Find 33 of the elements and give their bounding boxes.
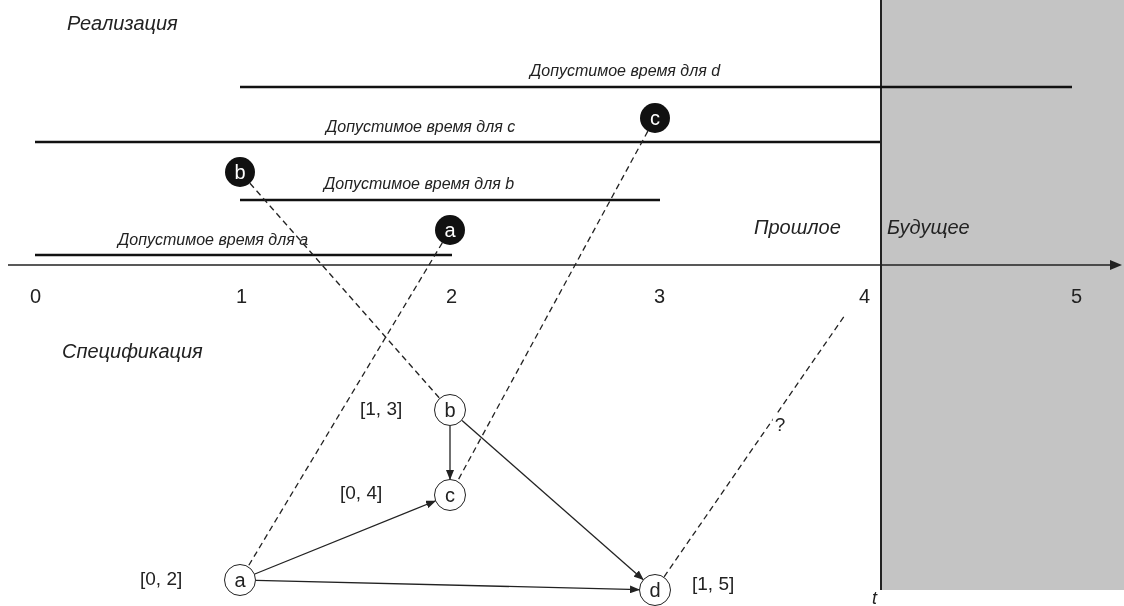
section-label: Реализация — [66, 12, 179, 35]
event-circle: b — [225, 157, 255, 187]
tick-label: 2 — [445, 285, 459, 308]
section-label: Спецификация — [61, 340, 204, 363]
time-window-label: Допустимое время для c — [324, 118, 517, 136]
dashed-line — [249, 182, 441, 399]
tick-label: 4 — [858, 285, 872, 308]
event-circle: a — [435, 215, 465, 245]
tick-label: 0 — [29, 285, 43, 308]
arrow — [254, 500, 437, 575]
interval-label: [1, 5] — [692, 573, 735, 595]
dashed-line — [247, 242, 443, 567]
interval-label: [0, 2] — [140, 568, 183, 590]
node-circle: d — [639, 574, 671, 606]
dashed-line — [457, 130, 649, 482]
section-label: Будущее — [886, 216, 971, 239]
tick-label: 5 — [1070, 285, 1084, 308]
event-circle: c — [640, 103, 670, 133]
time-window-label: Допустимое время для a — [116, 231, 310, 249]
section-label: t — [871, 588, 879, 606]
arrow — [255, 579, 640, 594]
node-circle: c — [434, 479, 466, 511]
dashed-line — [663, 314, 846, 578]
arrow — [461, 419, 644, 581]
node-circle: b — [434, 394, 466, 426]
tick-label: 3 — [653, 285, 667, 308]
arrow — [446, 425, 454, 480]
time-window-label: Допустимое время для b — [322, 175, 516, 193]
section-label: Прошлое — [753, 216, 842, 239]
interval-label: [0, 4] — [340, 482, 383, 504]
node-circle: a — [224, 564, 256, 596]
interval-label: [1, 3] — [360, 398, 403, 420]
tick-label: 1 — [235, 285, 249, 308]
